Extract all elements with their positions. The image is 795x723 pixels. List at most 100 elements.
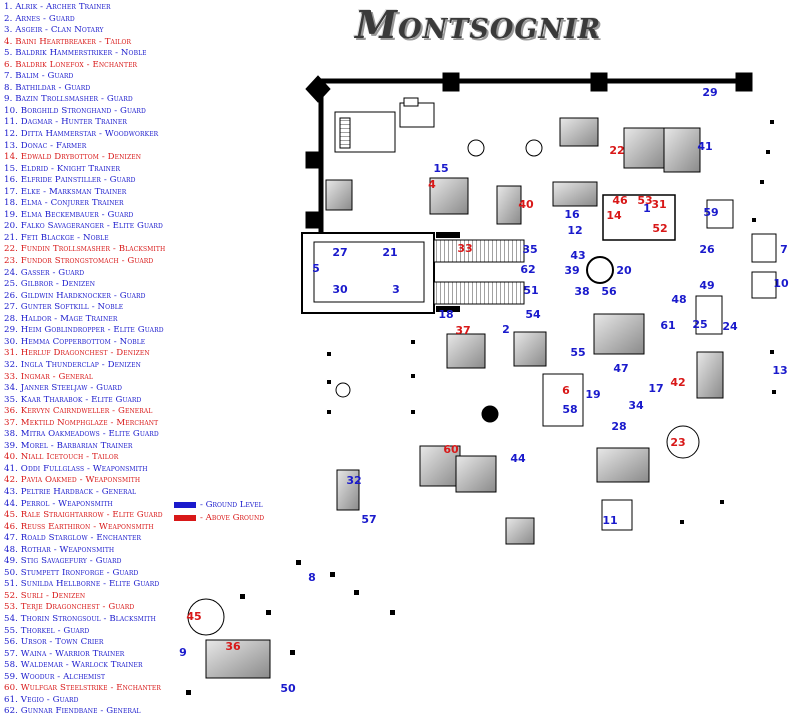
map-label-60: 60: [443, 443, 459, 456]
ground-swatch: [174, 501, 196, 508]
map-label-48: 48: [671, 293, 686, 306]
key-ground-label: - Ground Level: [200, 499, 263, 510]
map-label-11: 11: [602, 514, 617, 527]
map-label-13: 13: [772, 364, 787, 377]
map-label-15: 15: [433, 162, 448, 175]
legend-entry: 28. Haldor - Mage Trainer: [4, 313, 118, 324]
map-label-1: 1: [643, 202, 651, 215]
legend-entry: 46. Reuss Earthiron - Weaponsmith: [4, 521, 154, 532]
legend-entry: 24. Gasser - Guard: [4, 267, 85, 278]
map-label-57: 57: [361, 513, 376, 526]
legend-entry: 43. Peltrie Hardback - General: [4, 486, 137, 497]
noble-hall: [301, 232, 525, 314]
legend-entry: 1. Alrik - Archer Trainer: [4, 2, 111, 12]
map-label-5: 5: [312, 262, 320, 275]
legend-entry: 14. Edwald Drybottom - Denizen: [4, 152, 142, 163]
map-label-9: 9: [179, 646, 187, 659]
map-label-4: 4: [428, 178, 436, 191]
map-label-39: 39: [564, 264, 579, 277]
legend-entry: 22. Fundin Trollsmasher - Blacksmith: [4, 244, 166, 255]
map-label-6: 6: [562, 384, 570, 397]
map-label-47: 47: [613, 362, 628, 375]
legend-entry: 32. Ingla Thunderclap - Denizen: [4, 359, 141, 370]
map-label-32: 32: [346, 474, 361, 487]
map-label-19: 19: [585, 388, 600, 401]
map-label-46: 46: [612, 194, 628, 207]
map-label-36: 36: [225, 640, 241, 653]
map-label-30: 30: [332, 283, 348, 296]
map-label-8: 8: [308, 571, 316, 584]
city-walls: [305, 72, 753, 235]
legend-entry: 42. Pavia Oakmed - Weaponsmith: [4, 475, 141, 486]
legend-entry: 39. Morel - Barbarian Trainer: [4, 440, 133, 451]
map-label-26: 26: [699, 243, 715, 256]
map-label-62: 62: [520, 263, 535, 276]
legend-entry: 19. Elma Beckembauer - Guard: [4, 209, 134, 220]
map-label-24: 24: [722, 320, 738, 333]
legend-entry: 7. Balim - Guard: [4, 71, 74, 82]
map-label-2: 2: [502, 323, 510, 336]
legend-entry: 34. Janner Steeljaw - Guard: [4, 383, 123, 394]
map-label-54: 54: [525, 308, 541, 321]
buildings: [187, 97, 777, 679]
legend-entry: 57. Waina - Warrior Trainer: [4, 648, 125, 659]
legend-entry: 35. Kaar Tharabok - Elite Guard: [4, 394, 142, 405]
legend-entry: 33. Ingmar - General: [4, 371, 93, 382]
map-label-61: 61: [660, 319, 675, 332]
legend-entry: 47. Roald Starglow - Enchanter: [4, 533, 142, 544]
legend-entry: 26. Gildwin Hardknocker - Guard: [4, 290, 146, 301]
legend-entry: 11. Dagmar - Hunter Trainer: [4, 117, 128, 128]
legend-entry: 45. Rale Straightarrow - Elite Guard: [4, 510, 163, 521]
legend-entry: 59. Woodur - Alchemist: [4, 671, 106, 682]
legend-entry: 51. Sunilda Hellborne - Elite Guard: [4, 579, 160, 590]
key-above-label: - Above Ground: [200, 512, 265, 523]
above-swatch: [174, 514, 196, 521]
map-label-53: 53: [637, 194, 652, 207]
legend-entry: 17. Elke - Marksman Trainer: [4, 186, 127, 197]
map-label-7: 7: [780, 243, 788, 256]
legend-entry: 36. Kervyn Cairndweller - General: [4, 406, 153, 417]
map-label-34: 34: [628, 399, 644, 412]
legend-entry: 49. Stig Savagefury - Guard: [4, 556, 122, 567]
legend-entry: 10. Borghild Stronghand - Guard: [4, 105, 146, 116]
legend-entry: 5. Baldrik Hammerstriker - Noble: [4, 48, 147, 59]
legend-entry: 61. Vegio - Guard: [4, 694, 79, 705]
map-label-51: 51: [523, 284, 538, 297]
legend-entry: 56. Ursor - Town Crier: [4, 637, 104, 648]
level-key: - Ground Level - Above Ground: [174, 498, 264, 524]
legend-entry: 16. Elfride Painstiller - Guard: [4, 175, 136, 186]
map-label-20: 20: [616, 264, 632, 277]
map-label-52: 52: [652, 222, 667, 235]
legend-entry: 60. Wulfgar Steelstrike - Enchanter: [4, 683, 162, 694]
legend-entry: 41. Oddi Fullglass - Weaponsmith: [4, 463, 148, 474]
legend-entry: 29. Heim Goblindropper - Elite Guard: [4, 325, 164, 336]
map-label-58: 58: [562, 403, 577, 416]
legend-entry: 27. Gunter Softkill - Noble: [4, 302, 124, 313]
map-label-42: 42: [670, 376, 685, 389]
legend-entry: 3. Asgeir - Clan Notary: [4, 25, 104, 36]
map-label-25: 25: [692, 318, 707, 331]
key-above: - Above Ground: [174, 511, 264, 524]
legend-entry: 9. Bazin Trollsmasher - Guard: [4, 94, 133, 105]
legend-entry: 21. Feti Blackge - Noble: [4, 232, 109, 243]
map-label-38: 38: [574, 285, 589, 298]
map-label-35: 35: [522, 243, 537, 256]
map-label-33: 33: [457, 242, 472, 255]
legend-entry: 6. Baldrik Lonefox - Enchanter: [4, 59, 138, 70]
legend-entry: 13. Donac - Farmer: [4, 140, 87, 151]
legend-entry: 2. Arnes - Guard: [4, 13, 75, 24]
map-label-23: 23: [670, 436, 685, 449]
legend-entry: 37. Mektild Nomphglaze - Merchant: [4, 417, 159, 428]
map-label-41: 41: [697, 140, 712, 153]
legend-entry: 44. Perrol - Weaponsmith: [4, 498, 113, 509]
legend-entry: 20. Falko Savageranger - Elite Guard: [4, 221, 163, 232]
map-label-55: 55: [570, 346, 585, 359]
map-label-50: 50: [280, 682, 296, 695]
map-title: Montsognir: [355, 2, 602, 47]
legend-entry: 4. Baini Heartbreaker - Tailor: [4, 36, 132, 47]
map-label-44: 44: [510, 452, 526, 465]
